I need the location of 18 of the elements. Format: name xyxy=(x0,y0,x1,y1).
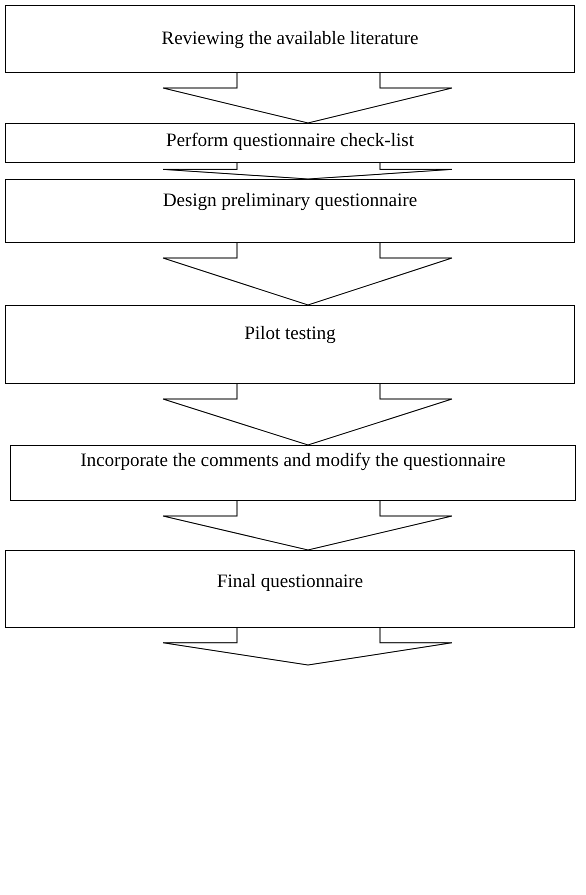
process-box xyxy=(5,123,575,163)
step-label: Final questionnaire xyxy=(216,571,364,593)
step-label: Incorporate the comments and modify the questionnaire xyxy=(79,450,507,472)
process-box xyxy=(5,550,575,628)
step-label: Pilot testing xyxy=(243,323,337,345)
block-arrow xyxy=(162,500,452,551)
step-label: Reviewing the available literature xyxy=(160,28,420,50)
block-arrow xyxy=(162,72,452,124)
block-arrow xyxy=(162,242,452,306)
process-box xyxy=(5,179,575,243)
block-arrow xyxy=(162,628,452,666)
block-arrow xyxy=(162,384,452,446)
block-arrow xyxy=(162,162,452,180)
step-label: Perform questionnaire check-list xyxy=(165,130,415,152)
step-label: Design preliminary questionnaire xyxy=(162,190,418,212)
process-box xyxy=(5,5,575,73)
process-box xyxy=(5,305,575,384)
process-box xyxy=(10,445,576,501)
